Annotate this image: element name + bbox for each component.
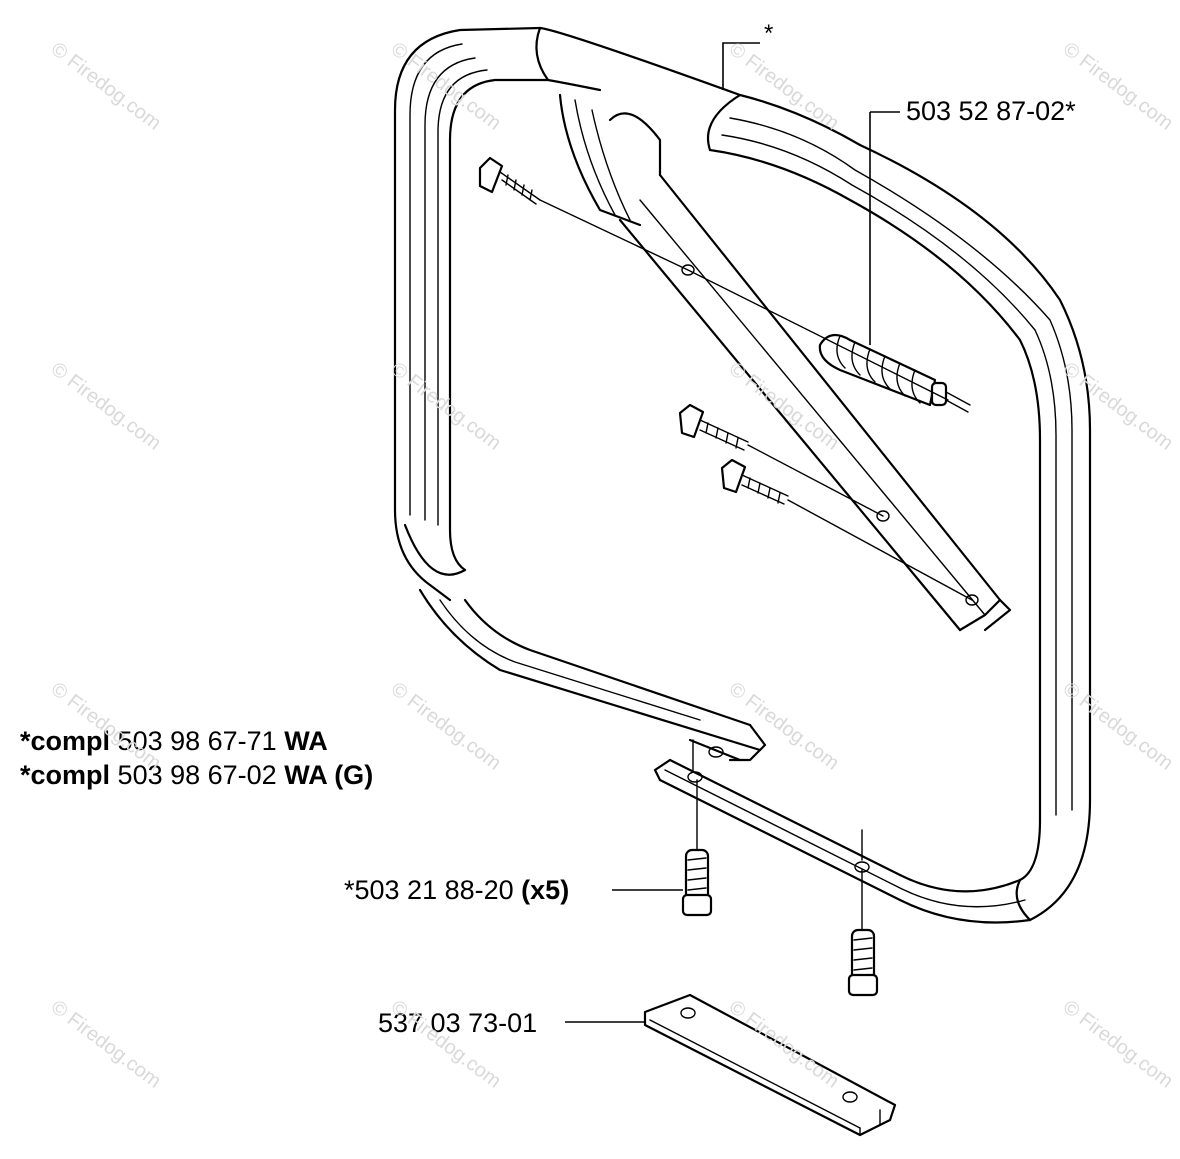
- compl-part-line-1: *compl 503 98 67-71 WA: [20, 728, 328, 755]
- leader-lines: [539, 42, 973, 1023]
- damper-spring: [818, 333, 971, 413]
- grip-part-number: 503 52 87-02*: [906, 96, 1076, 126]
- screw-quantity: (x5): [521, 875, 570, 905]
- compl-2-prefix: *compl: [20, 760, 111, 790]
- compl-part-line-2: *compl 503 98 67-02 WA (G): [20, 762, 373, 789]
- support-strut: [558, 93, 1012, 632]
- screw-lower-left: [681, 848, 713, 917]
- screw-top-left: [478, 156, 541, 205]
- star-marker-label: *: [764, 20, 774, 47]
- plate-part-number: 537 03 73-01: [378, 1008, 538, 1038]
- compl-2-number: 503 98 67-02: [117, 760, 277, 790]
- screw-middle-2: [720, 458, 789, 505]
- screw-part-number: *503 21 88-20 (x5): [344, 877, 569, 904]
- screw-middle-1: [678, 403, 749, 451]
- compl-1-prefix: *compl: [20, 726, 111, 756]
- compl-2-suffix: WA (G): [284, 760, 374, 790]
- screw-lower-right: [847, 928, 879, 997]
- handle-frame: [393, 26, 1092, 924]
- screw-number: *503 21 88-20: [344, 875, 514, 905]
- compl-1-suffix: WA: [284, 726, 328, 756]
- compl-1-number: 503 98 67-71: [117, 726, 277, 756]
- mounting-plate: [643, 993, 897, 1137]
